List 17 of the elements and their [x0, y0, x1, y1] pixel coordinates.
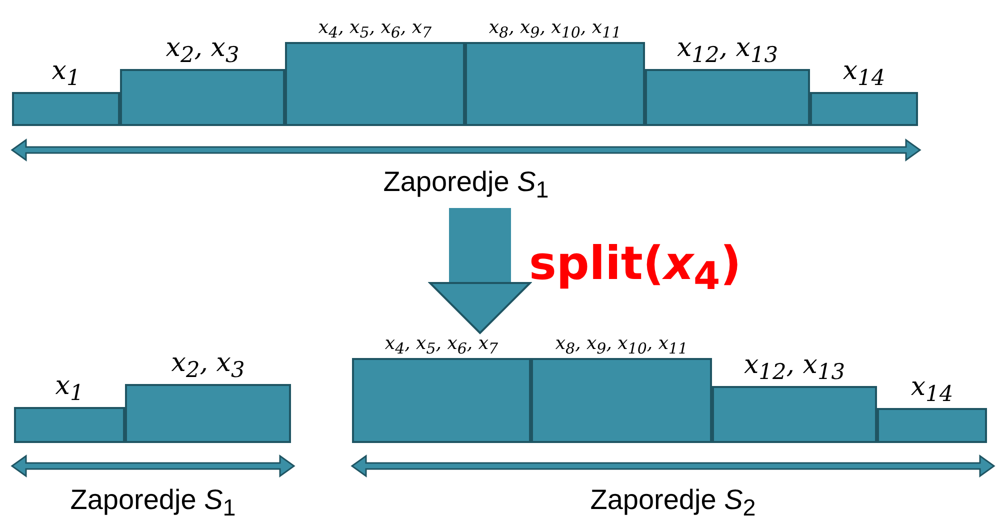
- segment-label: x$_{14}$: [842, 56, 886, 92]
- edge-label: split(x$_{4}$): [529, 236, 742, 300]
- sequence-caption: Zaporedje S$_{1}$: [382, 166, 550, 204]
- segment-label: x$_{1}$: [50, 56, 82, 92]
- split-arrow: [429, 208, 531, 334]
- segment-label: x$_{14}$: [910, 372, 954, 408]
- segment-label: x$_{8}$, x$_{9}$, x$_{10}$, x$_{11}$: [488, 17, 622, 42]
- segment-label: x$_{2}$, x$_{3}$: [170, 348, 246, 384]
- segment-label: x$_{12}$, x$_{13}$: [676, 33, 779, 70]
- sequence-caption: Zaporedje S$_{2}$: [589, 484, 757, 522]
- segment-label: x$_{1}$: [54, 371, 85, 408]
- segment-label: x$_{4}$, x$_{5}$, x$_{6}$, x$_{7}$: [317, 17, 433, 42]
- segment-label: x$_{12}$, x$_{13}$: [743, 350, 846, 386]
- segment-label: x$_{2}$, x$_{3}$: [164, 33, 240, 70]
- sequence-caption: Zaporedje S$_{1}$: [69, 484, 237, 522]
- segment-label: x$_{8}$, x$_{9}$, x$_{10}$, x$_{11}$: [554, 333, 689, 358]
- segment-label: x$_{4}$, x$_{5}$, x$_{6}$, x$_{7}$: [384, 333, 500, 358]
